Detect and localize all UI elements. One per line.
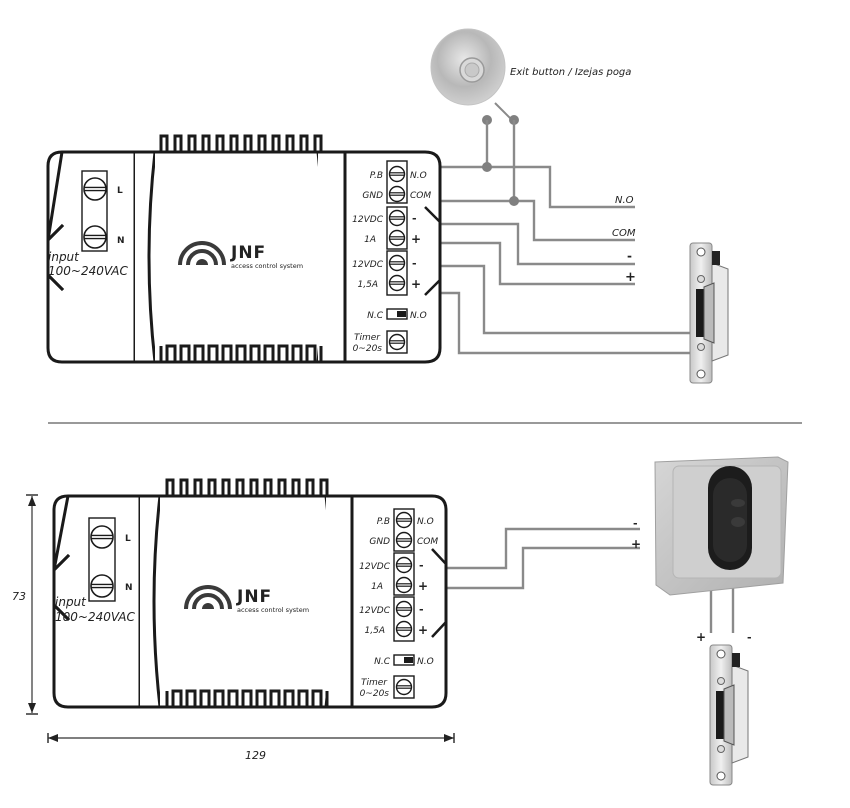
- bottom-diagram: 73 129 - + + -: [12, 456, 789, 786]
- switch-nc-label: N.C: [367, 311, 384, 321]
- output-label-com: COM: [612, 228, 636, 239]
- terminal-plus-2: +: [418, 623, 428, 637]
- terminal-no-label: N.O: [410, 171, 427, 181]
- terminal-com-label: COM: [417, 537, 438, 547]
- output-label-minus: -: [627, 249, 632, 263]
- exit-button-label: Exit button / Izejas poga: [510, 67, 631, 78]
- terminal-gnd-label: GND: [369, 537, 390, 547]
- output-label-plus: +: [625, 270, 636, 285]
- mains-n-label: N: [125, 583, 133, 593]
- dimension-height-label: 73: [12, 590, 26, 603]
- electric-strike-image: [689, 242, 729, 384]
- jnf-logo: [184, 585, 232, 610]
- input-label: input: [48, 250, 80, 264]
- switch-no-label: N.O: [410, 311, 427, 321]
- switch-nc-label: N.C: [374, 657, 391, 667]
- terminal-com-label: COM: [410, 191, 431, 201]
- terminal-gnd-label: GND: [362, 191, 383, 201]
- terminal-block: [386, 160, 408, 354]
- top-diagram: Exit button / Izejas poga N.O COM - +: [46, 28, 729, 384]
- exit-button-image: [430, 28, 506, 106]
- terminal-plus-1: +: [418, 579, 428, 593]
- dimension-width: [47, 733, 455, 743]
- dimension-width-label: 129: [245, 749, 266, 762]
- electric-strike-image: [709, 644, 749, 786]
- remote-reader-image: [654, 456, 789, 596]
- jnf-logo: [178, 241, 226, 266]
- lock-label-minus: -: [747, 631, 752, 644]
- power-supply-unit: [52, 478, 448, 709]
- terminal-12vdc-1a-label: 12VDC: [359, 562, 391, 572]
- wires-top: [410, 120, 690, 355]
- terminal-no-label: N.O: [417, 517, 434, 527]
- mains-n-label: N: [117, 236, 125, 246]
- terminal-12vdc-1a-label: 12VDC: [352, 215, 384, 225]
- timer-label: Timer: [354, 333, 381, 343]
- timer-range-label: 0~20s: [353, 344, 383, 354]
- terminal-1a-label: 1A: [371, 582, 383, 592]
- timer-range-label: 0~20s: [360, 689, 390, 699]
- terminal-15a-label: 1,5A: [365, 626, 385, 636]
- dimension-height: [26, 494, 38, 715]
- terminal-pb-label: P.B: [370, 171, 383, 181]
- power-supply-unit: [46, 134, 442, 364]
- button-switch-lever: [494, 102, 513, 121]
- terminal-pb-label: P.B: [377, 517, 390, 527]
- input-voltage-label: 100~240VAC: [48, 264, 128, 278]
- terminal-15a-label: 1,5A: [358, 280, 378, 290]
- lock-label-plus: +: [696, 630, 706, 644]
- terminal-plus-2: +: [411, 277, 421, 291]
- input-label: input: [55, 595, 87, 609]
- terminal-12vdc-15a-label: 12VDC: [352, 260, 384, 270]
- terminal-minus-1: -: [419, 559, 424, 572]
- logo-text: JNF: [230, 243, 266, 263]
- switch-no-label: N.O: [417, 657, 434, 667]
- output-label-no: N.O: [615, 195, 634, 206]
- reader-label-plus: +: [631, 537, 641, 551]
- terminal-1a-label: 1A: [364, 235, 376, 245]
- mains-l-label: L: [117, 186, 123, 196]
- input-voltage-label: 100~240VAC: [55, 610, 135, 624]
- terminal-minus-1: -: [412, 212, 417, 225]
- terminal-plus-1: +: [411, 232, 421, 246]
- timer-label: Timer: [361, 678, 388, 688]
- logo-text: JNF: [236, 587, 272, 607]
- reader-label-minus: -: [633, 517, 638, 530]
- wires-bottom: [410, 527, 735, 633]
- logo-tagline: access control system: [231, 262, 303, 270]
- terminal-12vdc-15a-label: 12VDC: [359, 606, 391, 616]
- terminal-minus-2: -: [412, 257, 417, 270]
- terminal-block: [393, 508, 415, 699]
- terminal-minus-2: -: [419, 603, 424, 616]
- logo-tagline: access control system: [237, 606, 309, 614]
- mains-l-label: L: [125, 534, 131, 544]
